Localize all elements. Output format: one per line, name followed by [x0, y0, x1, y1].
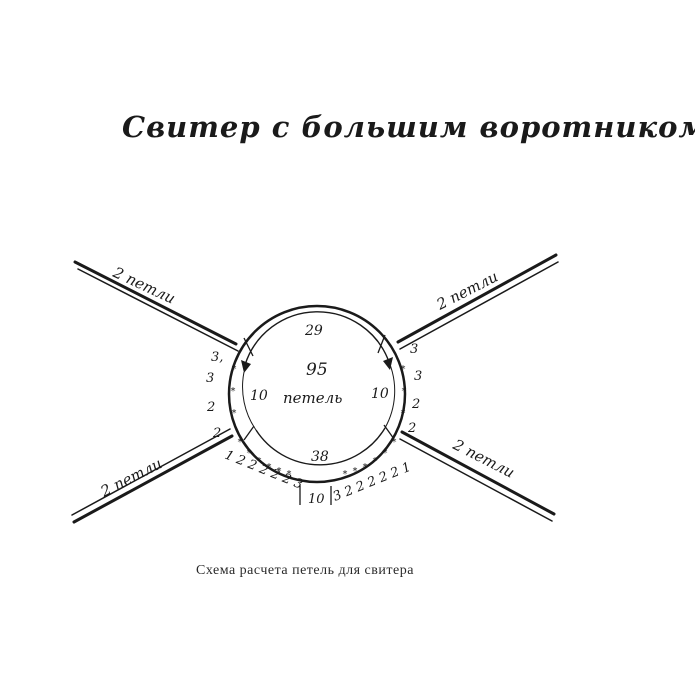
right-count: 10: [371, 386, 389, 402]
svg-text:*: *: [287, 469, 292, 480]
mark-left-2a: 2: [206, 400, 215, 415]
svg-text:*: *: [232, 364, 237, 375]
mark-right-3b: 3: [414, 369, 422, 384]
bottom-count: 38: [311, 449, 329, 465]
svg-text:*: *: [383, 448, 388, 459]
raglan-line-bottom-left: [71, 428, 234, 524]
mark-right-2a: 2: [411, 397, 420, 412]
svg-text:*: *: [373, 456, 378, 467]
stitch-cross-markers: * * * * * * * * * * * * * * * * * *: [231, 364, 407, 480]
svg-text:*: *: [363, 462, 368, 473]
figure-caption: Схема расчета петель для свитера: [196, 563, 414, 578]
svg-text:*: *: [402, 386, 407, 397]
svg-text:*: *: [247, 448, 252, 459]
inner-bottom-arc: [255, 427, 386, 466]
center-unit: петель: [283, 389, 342, 407]
neckline-circle: [227, 304, 407, 484]
svg-text:*: *: [401, 364, 406, 375]
inner-left-arc: [242, 371, 257, 431]
mark-right-3a: 3: [410, 342, 418, 357]
svg-text:*: *: [238, 437, 243, 448]
svg-text:*: *: [267, 462, 272, 473]
mark-left-3b: 3: [206, 371, 214, 386]
raglan-line-bottom-right: [399, 430, 556, 522]
top-count: 29: [304, 323, 323, 339]
bottom-center-count: 10: [308, 492, 325, 507]
tick-mark: [243, 337, 254, 357]
mark-bottom-seq-left: 1 2 2 2 2 2 3: [223, 448, 305, 493]
arrow-top-left: [241, 360, 251, 373]
svg-text:*: *: [231, 386, 236, 397]
left-count: 10: [250, 388, 268, 404]
tick-mark: [243, 425, 255, 441]
inner-top-arc: [244, 311, 390, 366]
svg-text:*: *: [257, 456, 262, 467]
svg-text:*: *: [343, 469, 348, 480]
tick-mark: [377, 334, 386, 354]
raglan-line-top-right: [396, 253, 559, 350]
raglan-line-top-left: [73, 260, 239, 352]
svg-text:*: *: [232, 408, 237, 419]
svg-text:*: *: [401, 408, 406, 419]
svg-text:*: *: [353, 466, 358, 477]
svg-text:*: *: [392, 437, 397, 448]
page-title: Свитер с большим воротником: [122, 110, 695, 144]
tick-mark: [383, 424, 395, 440]
mark-left-2b: 2: [212, 426, 221, 441]
center-count: 95: [306, 360, 328, 380]
svg-text:*: *: [277, 466, 282, 477]
mark-right-2b: 2: [407, 421, 416, 436]
inner-right-arc: [384, 361, 396, 429]
mark-left-3a: 3,: [211, 350, 223, 365]
